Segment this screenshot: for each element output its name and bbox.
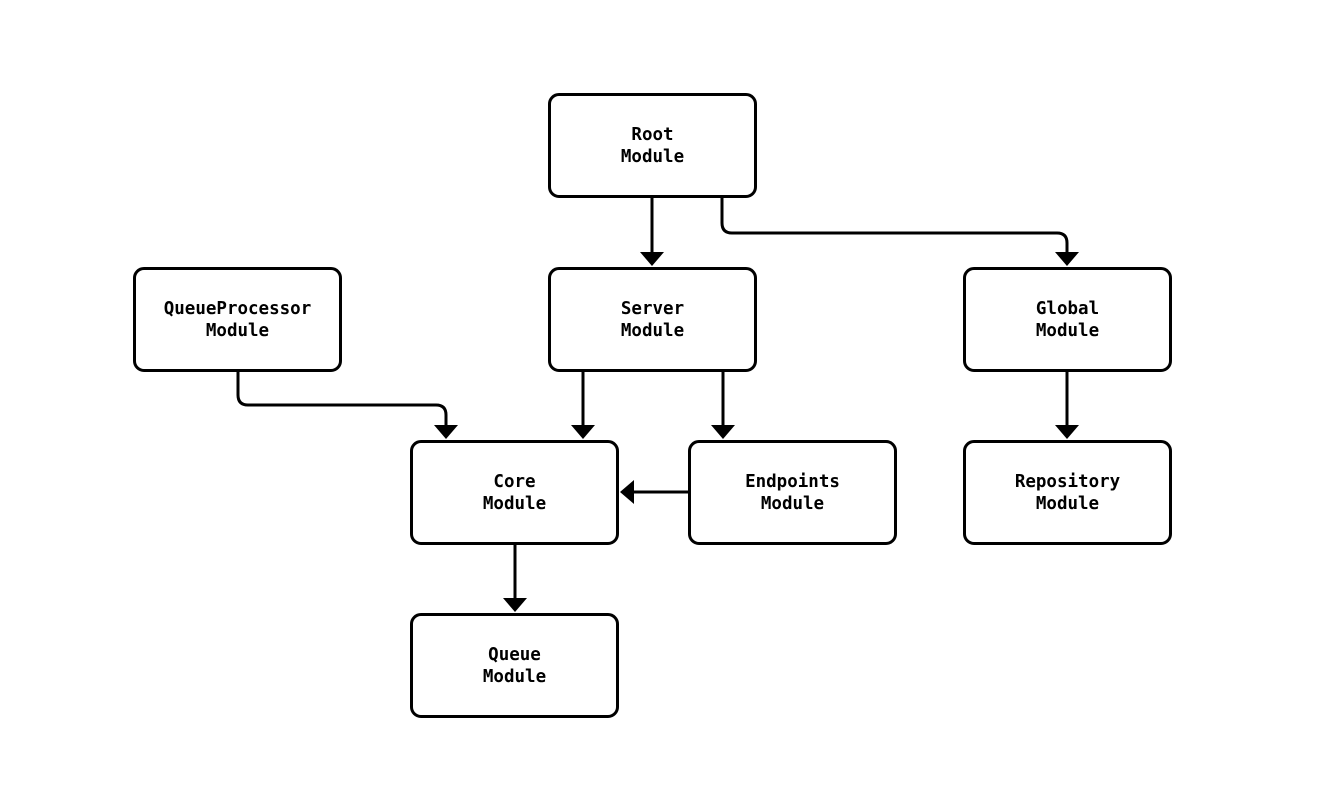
node-global-module-label: Global Module (1035, 298, 1100, 341)
arrowhead-icon (711, 425, 735, 439)
arrowhead-icon (640, 252, 664, 266)
node-queue-module: Queue Module (410, 613, 619, 718)
edge-root-to-server (640, 198, 664, 266)
node-queueprocessor-module: QueueProcessor Module (133, 267, 342, 372)
arrowhead-icon (434, 425, 458, 439)
arrowhead-icon (571, 425, 595, 439)
arrowhead-icon (1055, 425, 1079, 439)
node-repository-module-label: Repository Module (1014, 471, 1121, 514)
node-queueprocessor-module-label: QueueProcessor Module (163, 298, 312, 341)
edge-global-to-repository (1055, 372, 1079, 439)
node-endpoints-module-label: Endpoints Module (745, 471, 840, 514)
node-core-module-label: Core Module (482, 471, 547, 514)
node-root-module: Root Module (548, 93, 757, 198)
node-server-module-label: Server Module (620, 298, 685, 341)
arrowhead-icon (1055, 252, 1079, 266)
node-endpoints-module: Endpoints Module (688, 440, 897, 545)
node-queue-module-label: Queue Module (482, 644, 547, 687)
edge-endpoints-to-core (620, 480, 688, 504)
edge-server-to-core (571, 372, 595, 439)
node-core-module: Core Module (410, 440, 619, 545)
edge-server-to-endpoints (711, 372, 735, 439)
edge-queueprocessor-to-core (236, 372, 458, 439)
node-root-module-label: Root Module (620, 124, 685, 167)
arrowhead-icon (620, 480, 634, 504)
node-global-module: Global Module (963, 267, 1172, 372)
arrowhead-icon (503, 598, 527, 612)
edge-core-to-queue (503, 545, 527, 612)
node-server-module: Server Module (548, 267, 757, 372)
edge-root-to-global (720, 198, 1079, 266)
node-repository-module: Repository Module (963, 440, 1172, 545)
